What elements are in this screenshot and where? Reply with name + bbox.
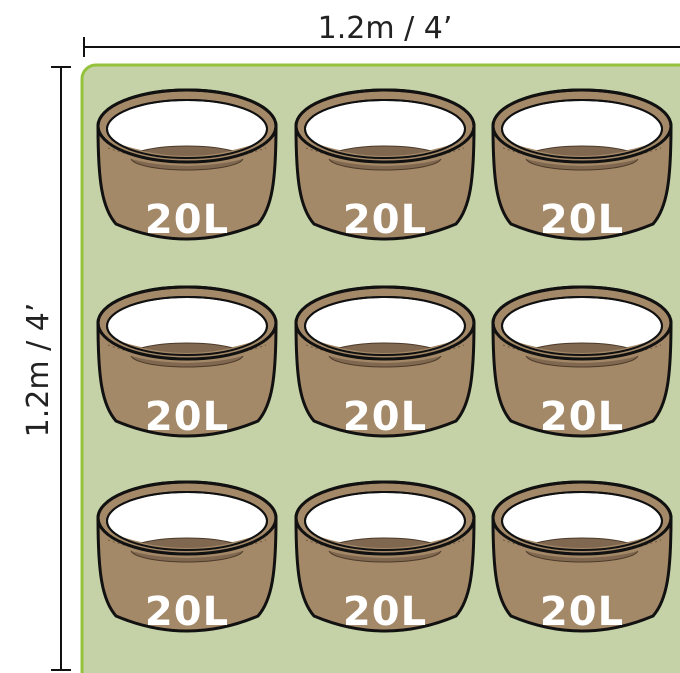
fabric-pot: 20L [493, 90, 671, 243]
fabric-pot: 20L [493, 482, 671, 635]
fabric-pot: 20L [296, 90, 474, 243]
pot-capacity-label: 20L [343, 589, 427, 635]
pot-capacity-label: 20L [343, 197, 427, 243]
width-dimension-label: 1.2m / 4’ [318, 11, 453, 46]
fabric-pot: 20L [296, 482, 474, 635]
fabric-pot: 20L [98, 90, 276, 243]
pot-grid: 20L 20L 20L 20L 20L 20L 20L 20L 20L [98, 90, 671, 635]
pot-capacity-label: 20L [540, 197, 624, 243]
pot-capacity-label: 20L [343, 394, 427, 440]
height-dimension: 1.2m / 4’ [21, 67, 71, 671]
height-dimension-label: 1.2m / 4’ [21, 303, 56, 438]
fabric-pot: 20L [98, 287, 276, 440]
fabric-pot: 20L [296, 287, 474, 440]
pot-capacity-label: 20L [540, 394, 624, 440]
pot-capacity-label: 20L [145, 589, 229, 635]
pot-capacity-label: 20L [540, 589, 624, 635]
fabric-pot: 20L [493, 287, 671, 440]
fabric-pot: 20L [98, 482, 276, 635]
pot-capacity-label: 20L [145, 394, 229, 440]
width-dimension: 1.2m / 4’ [84, 11, 680, 57]
pot-capacity-label: 20L [145, 197, 229, 243]
